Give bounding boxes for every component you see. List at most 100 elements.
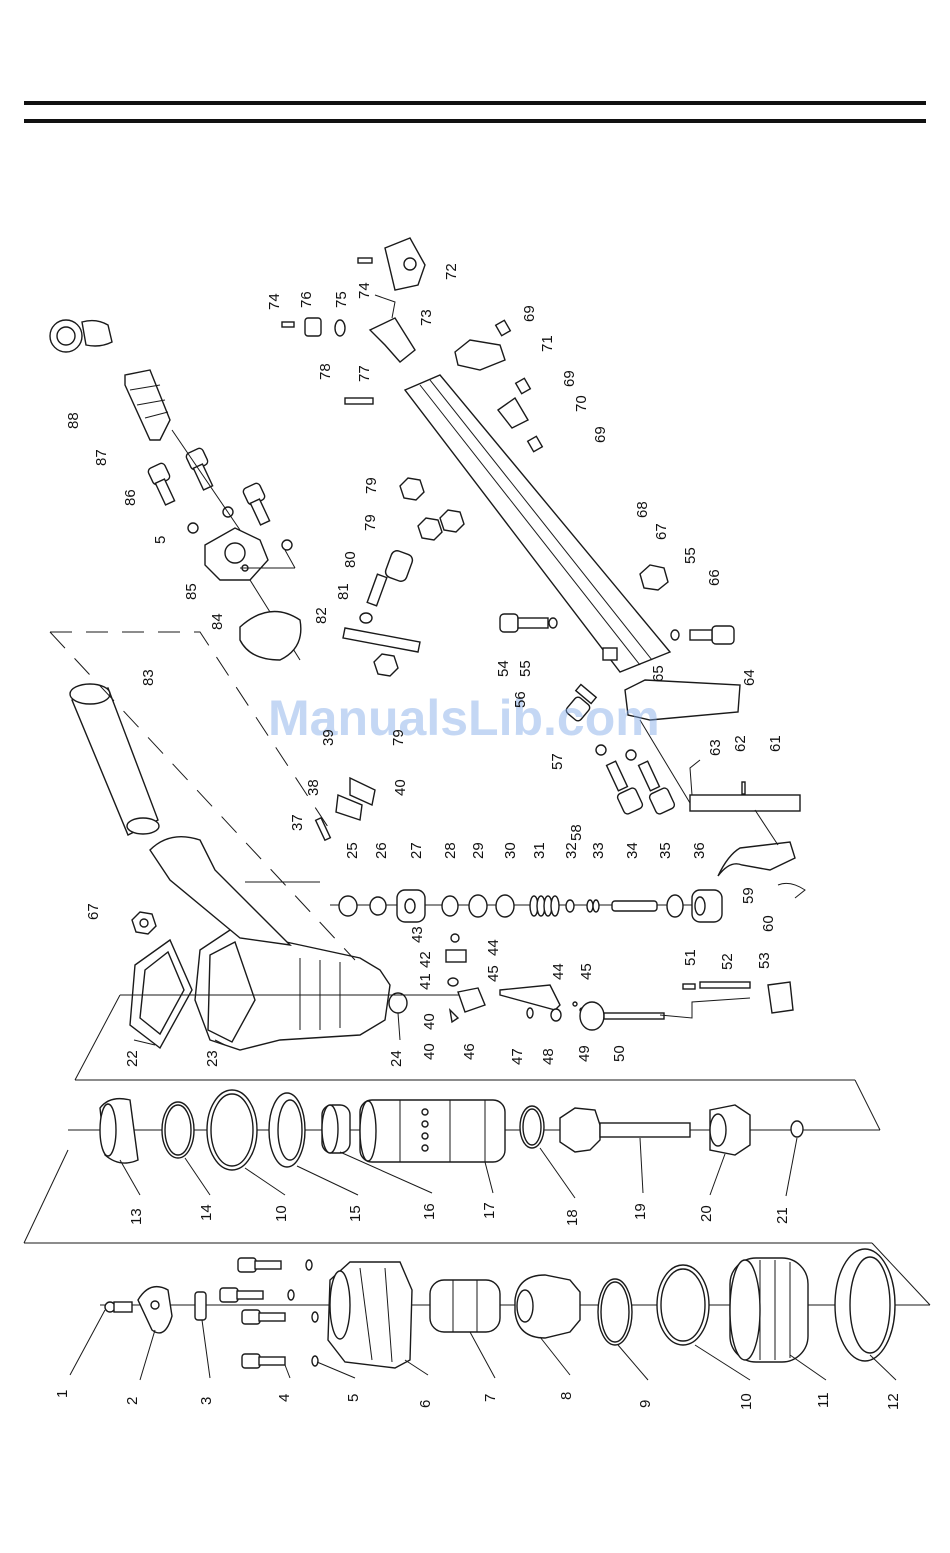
part-56-bolt — [565, 683, 598, 722]
callout-78: 78 — [317, 363, 334, 380]
callout-41: 41 — [417, 973, 434, 990]
callout-11: 11 — [815, 1392, 832, 1408]
part-43-screw — [450, 933, 460, 943]
part-26-o-ring — [369, 896, 387, 916]
part-67-nut-right — [639, 564, 669, 591]
header-rule-top — [24, 101, 926, 105]
part-45-pin — [572, 1001, 578, 1007]
part-57-washer — [595, 744, 607, 756]
part-84-gasket — [239, 610, 302, 661]
callout-10-upper: 10 — [273, 1205, 290, 1222]
part-55-washer-left — [548, 617, 558, 629]
part-37-pin — [314, 816, 332, 842]
callout-72: 72 — [443, 263, 460, 280]
part-80-bolt — [366, 550, 414, 607]
part-87-air-fitting — [124, 369, 171, 441]
callout-65: 65 — [650, 665, 667, 682]
callout-85: 85 — [183, 583, 200, 600]
part-16-cylinder-ring — [321, 1104, 351, 1154]
callout-54: 54 — [495, 660, 512, 677]
callout-42: 42 — [417, 951, 434, 968]
trigger-group — [74, 776, 794, 1081]
callout-55-lower: 55 — [517, 660, 534, 677]
callout-87: 87 — [93, 449, 110, 466]
part-28-o-ring — [441, 895, 459, 917]
callout-45-lower: 45 — [578, 963, 595, 980]
callout-labels: 1 2 3 4 5 5 6 7 8 9 10 10 11 12 13 14 15… — [54, 263, 902, 1410]
part-33-spring — [586, 899, 600, 913]
callout-30: 30 — [502, 842, 519, 859]
part-21-washer — [790, 1120, 804, 1138]
callout-58: 58 — [568, 824, 585, 841]
part-4-bolts — [219, 1257, 286, 1369]
callout-4: 4 — [276, 1394, 293, 1402]
watermark: ManualsLib.com — [268, 690, 660, 746]
callout-69-low: 69 — [592, 426, 609, 443]
part-79-nuts — [373, 477, 465, 677]
callout-9: 9 — [637, 1400, 654, 1408]
part-5-washer-cap — [187, 522, 199, 534]
callout-86: 86 — [122, 489, 139, 506]
part-36-valve-body — [691, 889, 723, 923]
part-46-trigger-valve — [457, 987, 486, 1013]
part-49-washer — [550, 1008, 562, 1022]
callout-70: 70 — [573, 395, 590, 412]
callout-80: 80 — [342, 551, 359, 568]
part-7-piston-seal — [429, 1279, 501, 1333]
callout-76: 76 — [298, 291, 315, 308]
part-68-magazine — [403, 374, 672, 673]
callout-51: 51 — [682, 949, 699, 966]
callout-21: 21 — [774, 1207, 791, 1224]
part-15-cylinder-seal — [268, 1092, 306, 1168]
callout-68: 68 — [634, 501, 651, 518]
callout-7: 7 — [482, 1394, 499, 1402]
callout-60: 60 — [760, 915, 777, 932]
part-35-o-ring — [666, 894, 684, 918]
callout-5-upper: 5 — [152, 536, 169, 544]
part-52-rod — [659, 997, 751, 1019]
callout-44-lower: 44 — [550, 963, 567, 980]
cylinder-group — [68, 1079, 881, 1171]
callout-28: 28 — [442, 842, 459, 859]
callout-6: 6 — [417, 1400, 434, 1408]
part-5-washers — [287, 1259, 319, 1367]
part-25-o-ring — [338, 895, 358, 917]
callout-3: 3 — [198, 1397, 215, 1405]
part-66-bolt — [689, 625, 735, 645]
part-75-o-ring — [334, 319, 346, 337]
callout-79-low: 79 — [390, 729, 407, 746]
part-38-bracket — [335, 793, 363, 821]
callout-32: 32 — [563, 842, 580, 859]
part-13-exhaust-deflector — [99, 1097, 139, 1164]
part-11-cylinder-sleeve — [729, 1257, 809, 1363]
callout-33: 33 — [590, 842, 607, 859]
callout-20: 20 — [698, 1205, 715, 1222]
callout-40-mid: 40 — [421, 1013, 438, 1030]
callout-29: 29 — [470, 842, 487, 859]
callout-74-right: 74 — [356, 282, 373, 299]
part-34-valve-stem — [611, 900, 658, 912]
callout-15: 15 — [347, 1205, 364, 1222]
part-82-link — [342, 627, 421, 653]
callout-10-lower: 10 — [738, 1393, 755, 1410]
part-69-screws — [494, 319, 544, 453]
part-86-bolts — [147, 447, 271, 526]
callout-53: 53 — [756, 952, 773, 969]
part-24-plug — [388, 992, 408, 1014]
front-end-group — [23, 1149, 931, 1369]
callout-63: 63 — [707, 739, 724, 756]
callout-16: 16 — [421, 1203, 438, 1220]
valve-group — [245, 881, 723, 923]
part-47-lever — [499, 984, 561, 1011]
part-58-bolts — [605, 760, 676, 815]
callout-61: 61 — [767, 735, 784, 752]
callout-27: 27 — [408, 842, 425, 859]
part-60-clip — [777, 882, 806, 899]
callout-67-right: 67 — [653, 523, 670, 540]
part-78-pin — [344, 397, 374, 405]
part-2-cap — [137, 1286, 173, 1334]
part-55-washer-right — [670, 629, 680, 641]
part-70-plate — [496, 396, 529, 429]
callout-8: 8 — [558, 1392, 575, 1400]
header-rule-bottom — [24, 119, 926, 123]
